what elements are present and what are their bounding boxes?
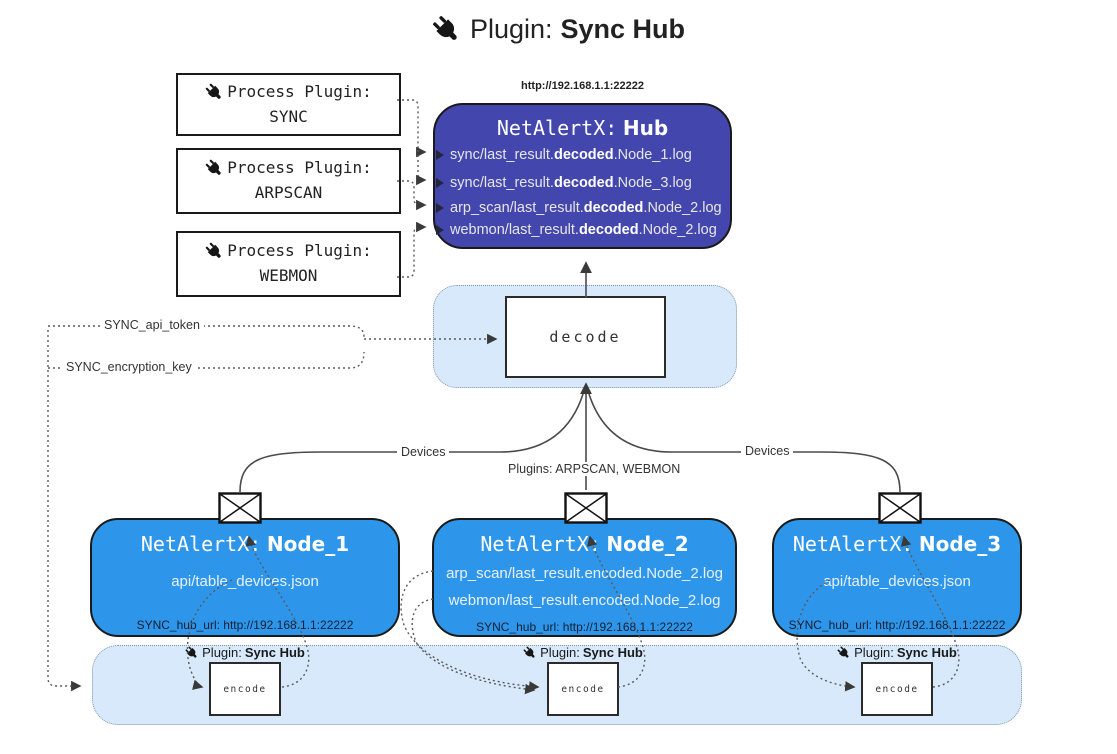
page-title-name: Sync Hub (560, 14, 686, 44)
process-plugin-sync-box: Process Plugin: SYNC (176, 73, 401, 136)
node-file: api/table_devices.json (823, 573, 971, 590)
plug-icon (205, 159, 224, 178)
node-1-box: NetAlertX: Node_1 api/table_devices.json… (90, 518, 400, 637)
encode-box: encode (547, 662, 619, 716)
node-hub-url: SYNC_hub_url: http://192.168.1.1:22222 (136, 618, 354, 632)
encoder-plugin-label: Plugin:Sync Hub (523, 645, 643, 660)
plug-icon (837, 646, 851, 660)
node-title: NetAlertX: Node_1 (140, 532, 350, 556)
devices-left-label: Devices (397, 445, 450, 459)
plug-icon (205, 242, 224, 261)
hub-box: NetAlertX: Hub sync/last_result.decoded.… (433, 103, 732, 249)
hub-title-name: Hub (622, 116, 669, 140)
decode-box: decode (505, 296, 666, 378)
process-plugin-label: Process Plugin: (227, 241, 372, 261)
encoder-plugin-label: Plugin:Sync Hub (837, 645, 957, 660)
arrow-right-icon (436, 178, 444, 188)
encode-label: encode (875, 683, 919, 695)
envelope-icon (878, 492, 922, 524)
encoder-plugin-label: Plugin:Sync Hub (185, 645, 305, 660)
encode-box: encode (861, 662, 933, 716)
node-file: arp_scan/last_result.encoded.Node_2.log (446, 565, 723, 582)
envelope-icon (218, 492, 262, 524)
node-file: api/table_devices.json (171, 573, 319, 590)
process-plugin-name: ARPSCAN (254, 183, 323, 202)
hub-title-prefix: NetAlertX: (496, 116, 618, 140)
node-hub-url: SYNC_hub_url: http://192.168.1.1:22222 (476, 620, 693, 634)
node-file: webmon/last_result.encoded.Node_2.log (448, 592, 721, 609)
encoder-group-3: Plugin:Sync Hub encode (812, 645, 982, 716)
process-plugin-label: Process Plugin: (227, 158, 372, 178)
encoder-group-2: Plugin:Sync Hub encode (498, 645, 668, 716)
node-3-box: NetAlertX: Node_3 api/table_devices.json… (772, 518, 1022, 637)
page-title: Plugin: Sync Hub (0, 14, 1117, 45)
node-hub-url: SYNC_hub_url: http://192.168.1.1:22222 (788, 618, 1006, 632)
arrow-right-icon (436, 150, 444, 160)
node-title: NetAlertX: Node_2 (480, 532, 689, 556)
hub-url-label: http://192.168.1.1:22222 (521, 80, 644, 92)
sync-api-token-label: SYNC_api_token (100, 318, 204, 332)
plug-icon (432, 15, 462, 45)
node-2-box: NetAlertX: Node_2 arp_scan/last_result.e… (432, 518, 737, 637)
process-plugin-name: SYNC (269, 106, 308, 126)
page-title-prefix: Plugin: (469, 14, 553, 44)
arrow-right-icon (436, 203, 444, 213)
hub-log-line: webmon/last_result.decoded.Node_2.log (435, 222, 730, 238)
plugins-edge-label: Plugins: ARPSCAN, WEBMON (504, 462, 685, 476)
encoder-group-1: Plugin:Sync Hub encode (160, 645, 330, 716)
envelope-icon (564, 492, 608, 524)
plug-icon (205, 83, 224, 102)
process-plugin-webmon-box: Process Plugin: WEBMON (176, 231, 401, 297)
devices-right-label: Devices (741, 444, 794, 458)
hub-title: NetAlertX: Hub (435, 116, 730, 141)
encode-box: encode (209, 662, 281, 716)
arrow-right-icon (436, 225, 444, 235)
plug-icon (523, 646, 537, 660)
sync-encryption-key-label: SYNC_encryption_key (62, 360, 196, 374)
hub-log-line: sync/last_result.decoded.Node_3.log (435, 175, 730, 191)
node-title: NetAlertX: Node_3 (792, 532, 1002, 556)
process-plugin-arpscan-box: Process Plugin: ARPSCAN (176, 148, 401, 214)
hub-log-line: sync/last_result.decoded.Node_1.log (435, 147, 730, 163)
encode-label: encode (223, 683, 267, 695)
process-plugin-label: Process Plugin: (227, 81, 372, 101)
decode-label: decode (549, 328, 622, 346)
encode-label: encode (561, 683, 605, 695)
hub-log-line: arp_scan/last_result.decoded.Node_2.log (435, 200, 730, 216)
process-plugin-name: WEBMON (259, 266, 318, 285)
plug-icon (185, 646, 199, 660)
